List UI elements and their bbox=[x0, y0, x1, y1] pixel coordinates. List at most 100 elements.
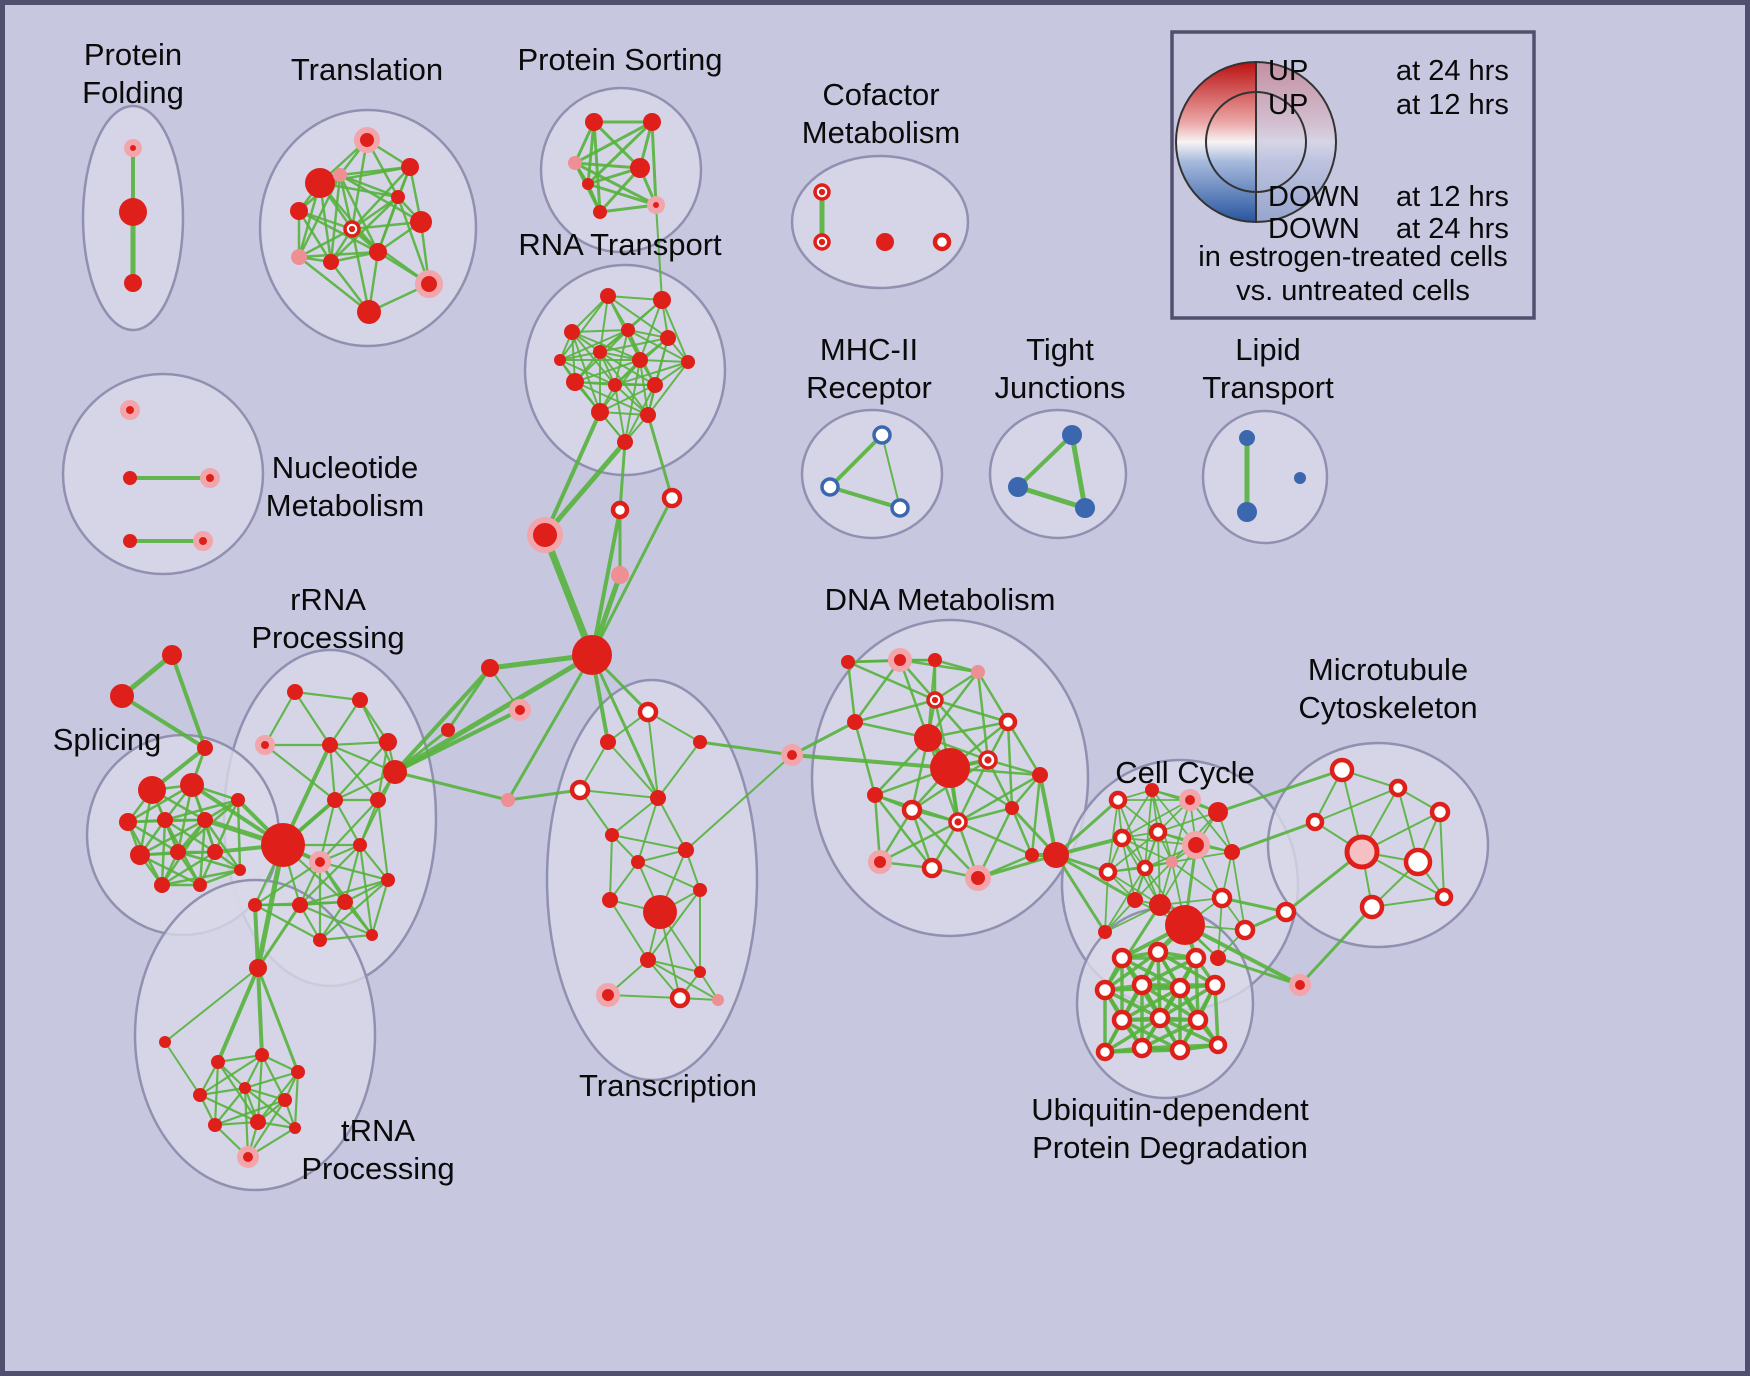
network-edge bbox=[698, 740, 794, 757]
network-edge bbox=[559, 295, 609, 361]
network-edge bbox=[263, 743, 337, 802]
network-edge bbox=[639, 299, 663, 361]
network-node-red-open bbox=[1148, 822, 1168, 842]
cluster-label-cell-cycle: Cell Cycle bbox=[1115, 755, 1255, 790]
network-edge bbox=[1194, 956, 1200, 1022]
network-node-red bbox=[602, 892, 618, 908]
network-node-red-open bbox=[1094, 979, 1116, 1001]
network-edge bbox=[1016, 433, 1074, 489]
network-node-red-open bbox=[932, 232, 952, 252]
network-edge bbox=[1054, 853, 1137, 902]
network-edge bbox=[370, 878, 390, 937]
network-node-blue bbox=[1075, 498, 1095, 518]
network-edge bbox=[126, 783, 194, 824]
network-edge bbox=[350, 195, 400, 231]
network-edge bbox=[1015, 484, 1088, 511]
network-edge bbox=[329, 173, 342, 264]
network-node-red-open bbox=[1434, 887, 1454, 907]
legend-caption: in estrogen-treated cells bbox=[1198, 241, 1508, 273]
network-node-red bbox=[441, 723, 455, 737]
network-edge bbox=[164, 967, 259, 1043]
network-node-red bbox=[370, 792, 386, 808]
network-edge bbox=[956, 820, 1034, 857]
network-edge bbox=[1120, 956, 1182, 990]
network-edge bbox=[446, 666, 492, 732]
network-edge bbox=[1134, 861, 1173, 901]
network-edge bbox=[198, 1086, 247, 1097]
network-edge bbox=[571, 295, 609, 333]
network-node-red bbox=[617, 434, 633, 450]
network-edge bbox=[318, 798, 380, 864]
network-edge bbox=[1157, 811, 1219, 833]
network-node-red bbox=[1032, 767, 1048, 783]
network-edge bbox=[396, 195, 431, 286]
network-node-red bbox=[110, 684, 134, 708]
network-node-red bbox=[1127, 892, 1143, 908]
network-node-red-open bbox=[1095, 1042, 1115, 1062]
network-edge bbox=[1216, 956, 1302, 987]
network-edge bbox=[298, 878, 390, 907]
network-node-pink bbox=[291, 249, 307, 265]
network-node-red-open bbox=[1187, 1009, 1209, 1031]
legend-glyph-left-half bbox=[1176, 62, 1256, 222]
network-node-red bbox=[593, 205, 607, 219]
network-edge bbox=[898, 658, 980, 674]
network-edge bbox=[1010, 806, 1034, 857]
network-edge bbox=[393, 666, 492, 774]
network-edge bbox=[293, 690, 362, 702]
network-edge bbox=[828, 485, 902, 510]
network-node-red bbox=[841, 655, 855, 669]
network-node-red bbox=[180, 773, 204, 797]
network-edge bbox=[506, 653, 594, 802]
network-edge bbox=[298, 843, 362, 907]
network-edge bbox=[236, 798, 242, 872]
network-node-red-open bbox=[1305, 812, 1325, 832]
network-node-dot bbox=[931, 696, 939, 704]
network-node-red-open bbox=[1185, 947, 1207, 969]
network-edge bbox=[338, 173, 380, 254]
network-edge bbox=[590, 496, 674, 657]
cluster-label-microtubule-cytoskeleton: Microtubule bbox=[1308, 652, 1468, 687]
network-edge bbox=[160, 868, 242, 887]
network-edge bbox=[647, 361, 689, 416]
network-node-red-open bbox=[1403, 847, 1433, 877]
network-node-red bbox=[162, 645, 182, 665]
network-node-pink-halo bbox=[200, 468, 220, 488]
network-node-pink-halo bbox=[965, 865, 991, 891]
network-node-red bbox=[157, 812, 173, 828]
network-edge bbox=[338, 173, 354, 231]
network-node-red bbox=[369, 243, 387, 261]
network-node-pink-halo bbox=[354, 127, 380, 153]
network-edge bbox=[933, 658, 980, 674]
network-node-pink bbox=[611, 566, 629, 584]
network-edge bbox=[607, 295, 669, 339]
network-edge bbox=[790, 720, 857, 757]
network-edge bbox=[655, 204, 663, 301]
network-node-red-open bbox=[1388, 778, 1408, 798]
network-node-pink-halo bbox=[193, 531, 213, 551]
network-edge bbox=[298, 903, 374, 937]
network-node-blue bbox=[1008, 477, 1028, 497]
cluster-label-cofactor-metabolism: Metabolism bbox=[802, 115, 961, 150]
network-edge bbox=[297, 209, 333, 264]
network-edge bbox=[203, 818, 242, 872]
network-node-blue bbox=[1062, 425, 1082, 445]
network-node-dot bbox=[818, 238, 826, 246]
cluster-label-lipid-transport: Lipid bbox=[1235, 332, 1301, 367]
network-node-pink bbox=[712, 994, 724, 1006]
network-edge bbox=[338, 173, 400, 199]
network-node-red bbox=[248, 898, 262, 912]
network-edge bbox=[559, 329, 629, 361]
network-edge bbox=[392, 652, 595, 775]
network-edge bbox=[1298, 905, 1374, 987]
network-edge bbox=[1054, 798, 1120, 857]
network-node-red-open bbox=[1275, 901, 1297, 923]
cluster-label-lipid-transport: Transport bbox=[1202, 370, 1334, 405]
network-node-red-open bbox=[921, 857, 943, 879]
network-edge bbox=[956, 758, 990, 824]
network-node-dot bbox=[984, 756, 992, 764]
network-node-red bbox=[287, 684, 303, 700]
network-edge bbox=[350, 227, 371, 314]
legend-direction-label-3: DOWN bbox=[1268, 213, 1360, 245]
network-edge bbox=[1121, 799, 1191, 839]
